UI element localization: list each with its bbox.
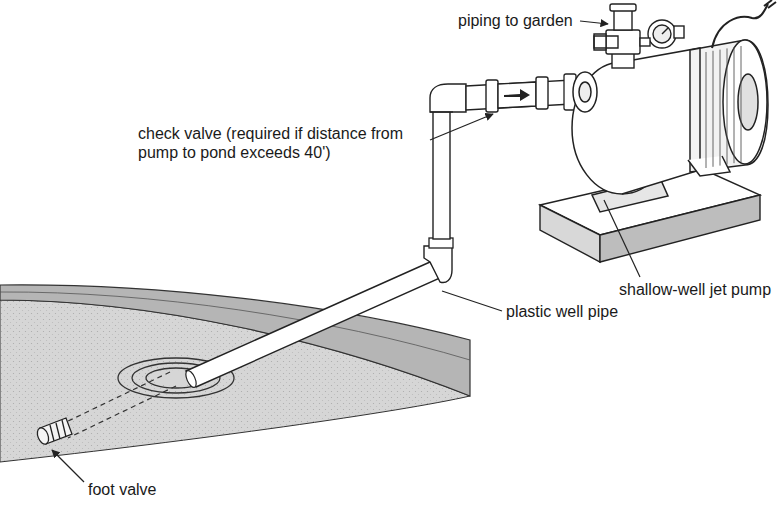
lower-elbow xyxy=(424,246,452,283)
foot-valve xyxy=(35,418,72,446)
upper-elbow xyxy=(430,84,466,112)
valve-label: foot valve xyxy=(86,480,158,499)
submerged-pipe xyxy=(62,372,176,438)
fin-stroke xyxy=(741,46,742,162)
fin-stroke xyxy=(734,47,735,163)
check-valve xyxy=(486,77,548,112)
discharge-fittings xyxy=(594,4,684,68)
pipe-label: piping to garden xyxy=(456,11,575,30)
jet-pump xyxy=(572,40,768,212)
leader-lines xyxy=(52,21,640,482)
riser-pipe xyxy=(433,108,450,239)
pump-label: shallow-well jet pump xyxy=(617,280,773,299)
pipe-label: plastic well pipe xyxy=(504,302,620,321)
valve-label: check valve (required if distance from p… xyxy=(136,124,424,162)
plug xyxy=(764,0,776,8)
suction-pipe xyxy=(466,80,572,110)
pond-bank xyxy=(0,285,470,396)
fin-stroke xyxy=(706,52,707,168)
power-cord xyxy=(712,4,768,48)
fin-stroke xyxy=(713,51,714,167)
motor-fins xyxy=(706,46,741,168)
fin-stroke xyxy=(727,48,728,164)
fin-stroke xyxy=(720,50,721,166)
well-pipe xyxy=(186,262,440,387)
